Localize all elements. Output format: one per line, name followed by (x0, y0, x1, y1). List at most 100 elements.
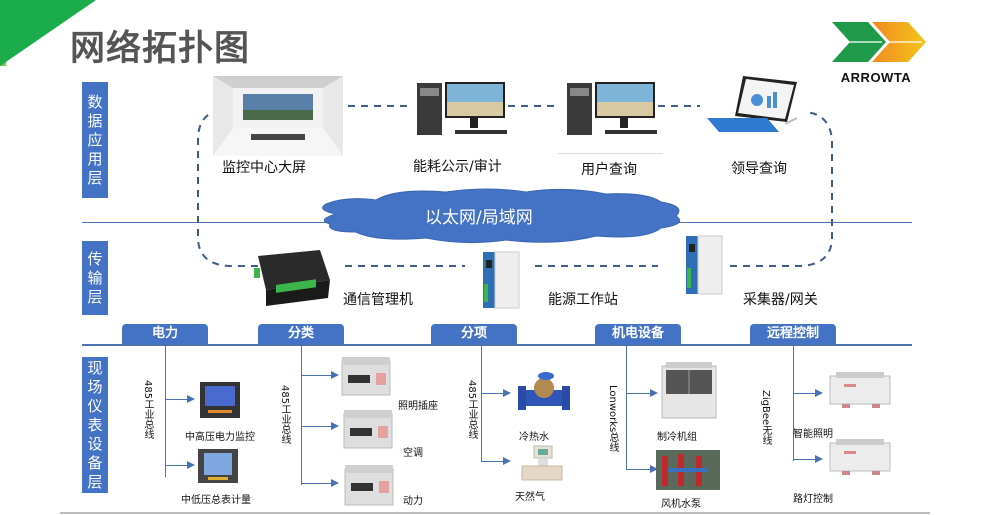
arrow-icon (503, 389, 511, 397)
dashed-link-left (197, 109, 280, 267)
tab-remote-control: 远程控制 (750, 324, 836, 344)
pump-room-icon (656, 450, 720, 490)
din-meter-icon (343, 410, 393, 449)
comm-manager-icon (254, 250, 330, 306)
field-device-label: 照明插座 (398, 401, 438, 412)
arrow-icon (331, 422, 339, 430)
branch-line (301, 375, 331, 376)
layer-label-field: 现 场 仪 表 设 备 层 (82, 357, 108, 493)
field-device-label: 动力 (403, 496, 423, 507)
bus-line (481, 345, 482, 461)
control-module-icon (829, 439, 891, 475)
transport-device-label: 能源工作站 (548, 292, 618, 308)
din-gateway-icon (686, 235, 723, 295)
din-gateway-icon (483, 251, 520, 309)
branch-line (626, 469, 650, 470)
branch-line (481, 461, 503, 462)
bottom-rule (60, 512, 930, 514)
tab-mechanical: 机电设备 (595, 324, 681, 344)
field-device-label: 冷热水 (519, 432, 549, 443)
corner-accent-triangle (0, 0, 96, 66)
layer-label-application: 数 据 应 用 层 (82, 82, 108, 198)
app-device-label: 监控中心大屏 (222, 160, 306, 176)
transport-device-label: 通信管理机 (343, 292, 413, 308)
logo-text: ARROWTA (840, 70, 912, 85)
layer-char: 应 (87, 130, 103, 149)
power-monitor-icon (200, 382, 240, 418)
power-meter-icon (198, 449, 238, 483)
tab-power: 电力 (122, 324, 208, 344)
layer-char: 层 (87, 472, 103, 491)
water-meter-icon (518, 372, 570, 410)
field-device-label: 风机水泵 (661, 499, 701, 510)
tab-classification: 分类 (258, 324, 344, 344)
branch-line (481, 393, 503, 394)
field-device-label: 空调 (403, 448, 423, 459)
layer-char: 表 (87, 415, 103, 434)
app-device-label: 领导查询 (731, 161, 787, 177)
divider (558, 153, 663, 154)
bus-label: Lonworks总线 (607, 385, 618, 453)
arrow-icon (815, 455, 823, 463)
field-device-label: 中低压总表计量 (181, 495, 251, 506)
layer-char: 仪 (87, 396, 103, 415)
layer-char: 设 (87, 434, 103, 453)
field-device-label: 路灯控制 (793, 494, 833, 505)
arrow-icon (187, 395, 195, 403)
app-device-label: 能耗公示/审计 (413, 159, 502, 175)
branch-line (626, 393, 650, 394)
branch-line (165, 399, 187, 400)
field-device-label: 天然气 (515, 492, 545, 503)
arrow-icon (650, 465, 658, 473)
bus-label: 485工业总线 (142, 380, 153, 440)
arrow-icon (187, 461, 195, 469)
din-meter-icon (344, 465, 394, 506)
chiller-icon (661, 362, 717, 419)
layer-char: 用 (87, 149, 103, 168)
control-module-icon (829, 372, 891, 408)
network-loop (197, 105, 833, 267)
layer-label-transport: 传 输 层 (82, 241, 108, 315)
branch-line (301, 426, 331, 427)
layer-char: 传 (87, 249, 103, 268)
page-title: 网络拓扑图 (70, 29, 251, 69)
arrow-icon (503, 457, 511, 465)
field-device-label: 中高压电力监控 (185, 432, 255, 443)
bus-label: ZigBee无线 (760, 390, 771, 446)
bus-label: 485工业总线 (466, 380, 477, 440)
tab-itemized: 分项 (431, 324, 517, 344)
desktop-pc-icon (567, 82, 657, 135)
field-device-label: 智能照明 (793, 429, 833, 440)
app-device-label: 用户查询 (581, 162, 637, 178)
layer-char: 现 (87, 358, 103, 377)
gas-meter-icon (521, 445, 563, 481)
bus-line (165, 345, 166, 477)
cloud-icon (322, 188, 681, 244)
din-meter-icon (341, 357, 391, 396)
arrow-icon (331, 371, 339, 379)
layer-char: 据 (87, 111, 103, 130)
bus-label: 485工业总线 (279, 385, 290, 445)
field-device-label: 制冷机组 (657, 432, 697, 443)
transport-device-label: 采集器/网关 (743, 292, 818, 308)
branch-line (793, 393, 815, 394)
layer-char: 数 (87, 92, 103, 111)
arrowta-logo-icon (832, 22, 926, 62)
network-label: 以太网/局域网 (425, 208, 533, 228)
layer-char: 场 (87, 377, 103, 396)
branch-line (165, 465, 187, 466)
arrow-icon (815, 389, 823, 397)
arrow-icon (650, 389, 658, 397)
bus-line (793, 345, 794, 461)
branch-line (793, 459, 815, 460)
tablet-laptop-icon (707, 76, 798, 132)
dashed-link-right (730, 111, 833, 267)
branch-line (301, 483, 331, 484)
layer-char: 层 (87, 168, 103, 187)
arrow-icon (331, 479, 339, 487)
bus-line (301, 345, 302, 485)
layer-char: 层 (87, 287, 103, 306)
layer-char: 备 (87, 453, 103, 472)
layer-char: 输 (87, 268, 103, 287)
bus-line (626, 345, 627, 469)
